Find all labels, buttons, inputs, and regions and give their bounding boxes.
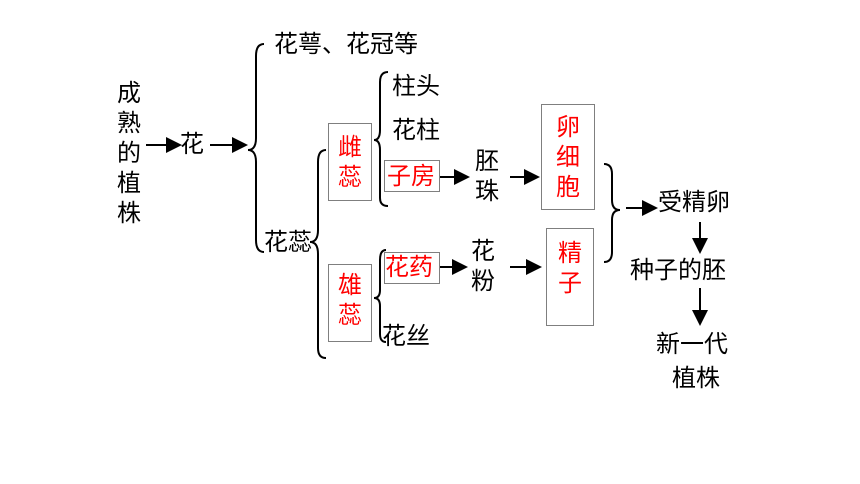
stamen-label: 雄蕊 [338, 271, 362, 329]
stigma-label: 柱头 [392, 72, 440, 100]
brace-pistil-parts [373, 71, 389, 207]
brace-flower-parts [247, 43, 265, 253]
stamen-box [328, 264, 372, 342]
pistil-label: 雌蕊 [338, 133, 362, 191]
brace-stamen-parts [373, 249, 387, 343]
anther-box [384, 252, 440, 284]
egg-cell-label: 卵细胞 [556, 113, 580, 201]
egg-cell-box [541, 104, 595, 210]
ovary-box [384, 160, 440, 192]
anther-label: 花药 [385, 253, 433, 281]
sperm-box [546, 228, 594, 326]
flower-label: 花 [180, 130, 204, 158]
seed-embryo-label: 种子的胚 [630, 256, 726, 284]
brace-fertilization [603, 163, 621, 263]
ovule-label: 胚珠 [475, 147, 499, 205]
fertilized-egg-label: 受精卵 [658, 188, 730, 216]
new-plant-label-line2: 植株 [672, 364, 720, 392]
pistils-stamens-label: 花蕊 [264, 228, 312, 256]
new-plant-label-line1: 新一代 [656, 330, 728, 358]
pollen-label: 花粉 [471, 237, 495, 295]
filament-label: 花丝 [382, 322, 430, 350]
sepal-petal-label: 花萼、花冠等 [274, 30, 418, 58]
style-label: 花柱 [392, 116, 440, 144]
mature-plant-label: 成熟的植株 [117, 79, 141, 227]
sperm-label: 精子 [558, 239, 582, 297]
pistil-box [328, 123, 372, 201]
brace-pistils-stamens [309, 149, 327, 359]
ovary-label: 子房 [387, 162, 435, 190]
